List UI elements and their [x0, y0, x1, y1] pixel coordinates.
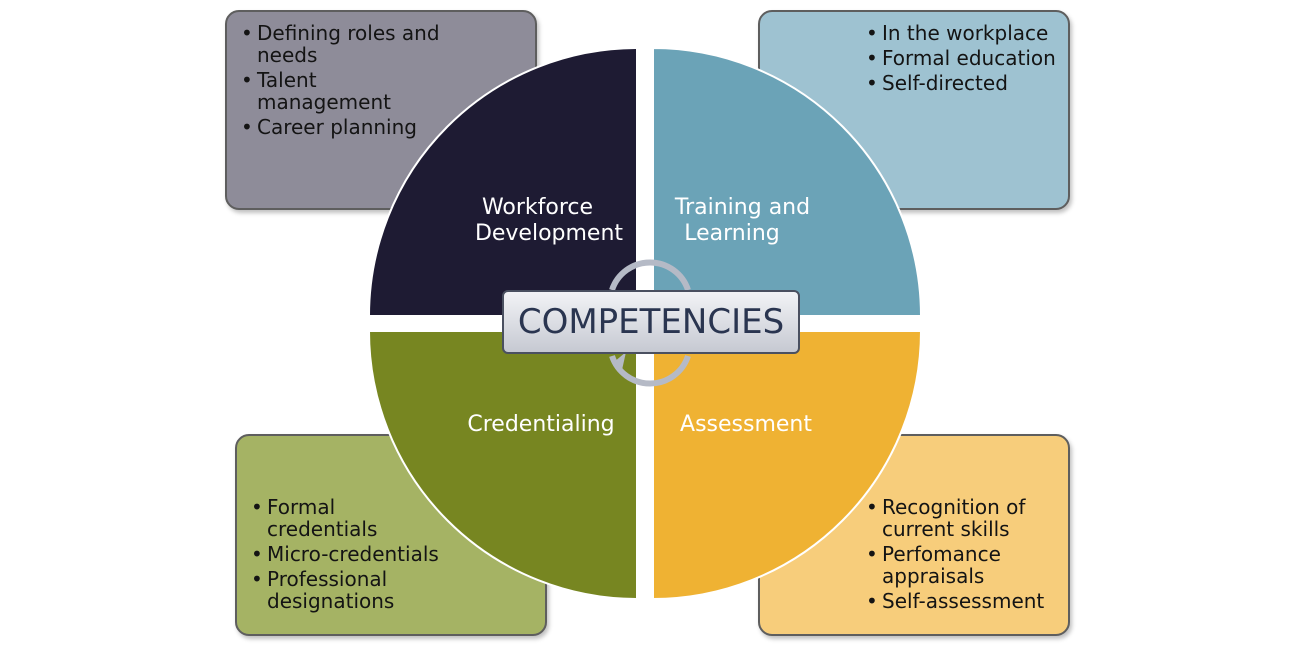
training-learning-title: Training and Learning: [674, 195, 817, 246]
quadrant-title-line: Training and: [674, 195, 810, 220]
cycle-arrow-icon: [609, 354, 691, 387]
quadrant-title-line: Credentialing: [467, 412, 614, 437]
credentialing-list: Formal credentials Micro-credentials Pro…: [251, 496, 451, 615]
list-item: Self-directed: [866, 72, 1066, 94]
credentialing-title: Credentialing: [467, 412, 614, 437]
quadrant-title-line: Workforce: [482, 195, 593, 220]
workforce-development-quadrant: [367, 46, 638, 317]
list-item: Career planning: [241, 116, 441, 138]
credentialing-quadrant: [367, 330, 638, 601]
list-item: Talent management: [241, 69, 441, 113]
list-item: Defining roles and needs: [241, 22, 441, 66]
assessment-quadrant: [652, 330, 923, 601]
quadrant-title-line: Learning: [684, 221, 780, 246]
workforce-development-list: Defining roles and needs Talent manageme…: [241, 22, 441, 141]
competencies-label: COMPETENCIES: [502, 290, 800, 354]
list-item: Formal credentials: [251, 496, 451, 540]
training-learning-quadrant: [652, 46, 923, 317]
cycle-arrow-icon: [609, 259, 691, 292]
quadrant-title-line: Development: [475, 221, 623, 246]
training-learning-list: In the workplace Formal education Self-d…: [866, 22, 1066, 97]
workforce-development-title: Workforce Development: [475, 195, 623, 246]
list-item: In the workplace: [866, 22, 1066, 44]
assessment-list: Recognition of current skills Perfomance…: [866, 496, 1066, 615]
list-item: Self-assessment: [866, 590, 1066, 612]
list-item: Professional designations: [251, 568, 451, 612]
list-item: Recognition of current skills: [866, 496, 1066, 540]
list-item: Formal education: [866, 47, 1066, 69]
quadrant-title-line: Assessment: [680, 412, 812, 437]
assessment-title: Assessment: [680, 412, 812, 437]
list-item: Perfomance appraisals: [866, 543, 1066, 587]
list-item: Micro-credentials: [251, 543, 451, 565]
arrowhead-icon: [614, 352, 626, 370]
